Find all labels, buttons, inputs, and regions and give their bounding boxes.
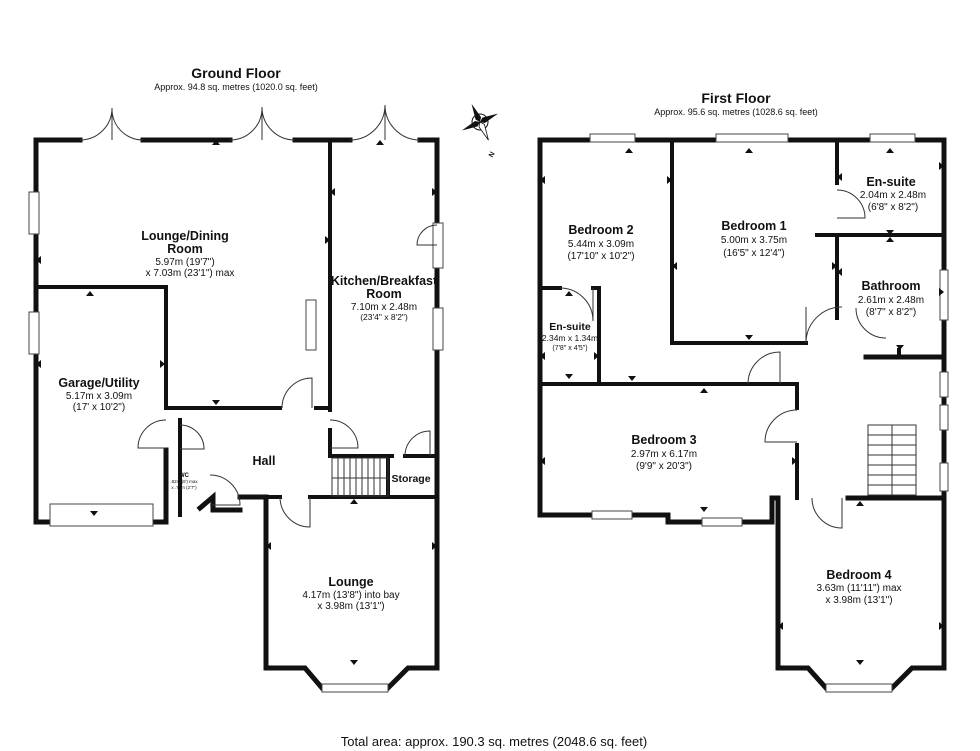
room-dimension: (9'9" x 20'3") xyxy=(636,461,692,472)
room-dimension: 2.04m x 2.48m xyxy=(860,190,926,201)
room-dimension: 2.61m x 2.48m xyxy=(858,295,924,306)
room-name: WC xyxy=(179,473,190,479)
ground-floor-plan: Ground Floor Approx. 94.8 sq. metres (10… xyxy=(28,65,444,693)
room-dimension: .82m (6') max xyxy=(170,479,198,484)
room-dimension: 5.00m x 3.75m xyxy=(721,235,787,246)
room-name: Bedroom 2 xyxy=(568,223,633,237)
room-storage-name: Storage xyxy=(391,473,430,485)
room-dimension: x 7.03m (23'1") max xyxy=(146,268,235,279)
room-ensuite-2: En-suite 2.34m x 1.34m (7'8" x 4'5") xyxy=(542,321,598,352)
room-dimension: 7.10m x 2.48m xyxy=(351,302,417,313)
room-name: Room xyxy=(167,242,202,256)
total-area-caption: Total area: approx. 190.3 sq. metres (20… xyxy=(341,734,647,749)
compass-north-label: N xyxy=(488,151,497,159)
room-name: Garage/Utility xyxy=(58,376,139,390)
room-dimension: (8'7" x 8'2") xyxy=(866,307,916,318)
ground-floor-doors xyxy=(79,104,438,528)
room-hall-name: Hall xyxy=(253,454,276,468)
room-dimension: x 3.98m (13'1") xyxy=(825,595,892,606)
room-name: En-suite xyxy=(549,321,591,333)
ground-floor-title: Ground Floor xyxy=(191,65,281,81)
first-floor-stairs xyxy=(867,424,917,496)
room-garage: Garage/Utility 5.17m x 3.09m (17' x 10'2… xyxy=(58,376,139,413)
first-floor-title: First Floor xyxy=(701,90,771,106)
room-name: Lounge xyxy=(328,575,373,589)
room-bedroom-1: Bedroom 1 5.00m x 3.75m (16'5" x 12'4") xyxy=(721,219,787,259)
first-floor-area: Approx. 95.6 sq. metres (1028.6 sq. feet… xyxy=(654,107,818,117)
ground-floor-stairs xyxy=(331,457,389,497)
room-name: Bedroom 1 xyxy=(721,219,786,233)
room-kitchen: Kitchen/Breakfast Room 7.10m x 2.48m (23… xyxy=(331,274,438,322)
room-dimension: 5.17m x 3.09m xyxy=(66,391,132,402)
room-name: Kitchen/Breakfast xyxy=(331,274,438,288)
room-dimension: x 3.98m (13'1") xyxy=(317,601,384,612)
room-bathroom: Bathroom 2.61m x 2.48m (8'7" x 8'2") xyxy=(858,279,924,318)
first-floor-doors xyxy=(559,189,887,529)
room-name: En-suite xyxy=(866,175,915,189)
room-lounge-dining: Lounge/Dining Room 5.97m (19'7") x 7.03m… xyxy=(141,229,234,279)
ground-floor-area: Approx. 94.8 sq. metres (1020.0 sq. feet… xyxy=(154,82,318,92)
ground-floor-windows xyxy=(28,191,444,693)
room-name: Bedroom 4 xyxy=(826,568,891,582)
room-dimension: 5.44m x 3.09m xyxy=(568,239,634,250)
room-name: Bathroom xyxy=(861,279,920,293)
room-bedroom-4: Bedroom 4 3.63m (11'11") max x 3.98m (13… xyxy=(816,568,901,606)
room-dimension: 5.97m (19'7") xyxy=(155,257,214,268)
first-floor-plan: First Floor Approx. 95.6 sq. metres (102… xyxy=(537,90,949,693)
first-floor-markers xyxy=(540,148,944,665)
room-dimension: 2.34m x 1.34m xyxy=(542,333,598,343)
room-dimension: x .79m (2'7") xyxy=(171,485,197,490)
room-dimension: (7'8" x 4'5") xyxy=(552,345,587,352)
compass-icon: N xyxy=(461,103,499,159)
room-dimension: 2.97m x 6.17m xyxy=(631,449,697,460)
room-dimension: (16'5" x 12'4") xyxy=(723,248,785,259)
room-name: Room xyxy=(366,287,401,301)
room-dimension: (17' x 10'2") xyxy=(73,402,125,413)
room-dimension: (17'10" x 10'2") xyxy=(567,251,634,262)
room-dimension: (23'4" x 8'2") xyxy=(360,312,408,322)
room-dimension: (6'8" x 8'2") xyxy=(868,202,918,213)
room-bedroom-2: Bedroom 2 5.44m x 3.09m (17'10" x 10'2") xyxy=(567,223,634,262)
first-floor-windows xyxy=(589,133,949,693)
room-wc: WC .82m (6') max x .79m (2'7") xyxy=(170,473,198,490)
room-name: Lounge/Dining xyxy=(141,229,228,243)
room-dimension: 3.63m (11'11") max xyxy=(816,583,901,594)
room-lounge: Lounge 4.17m (13'8") into bay x 3.98m (1… xyxy=(302,575,399,612)
room-ensuite-1: En-suite 2.04m x 2.48m (6'8" x 8'2") xyxy=(860,175,926,213)
room-bedroom-3: Bedroom 3 2.97m x 6.17m (9'9" x 20'3") xyxy=(631,433,697,472)
ground-floor-markers xyxy=(36,140,437,665)
room-name: Bedroom 3 xyxy=(631,433,696,447)
room-dimension: 4.17m (13'8") into bay xyxy=(302,590,399,601)
